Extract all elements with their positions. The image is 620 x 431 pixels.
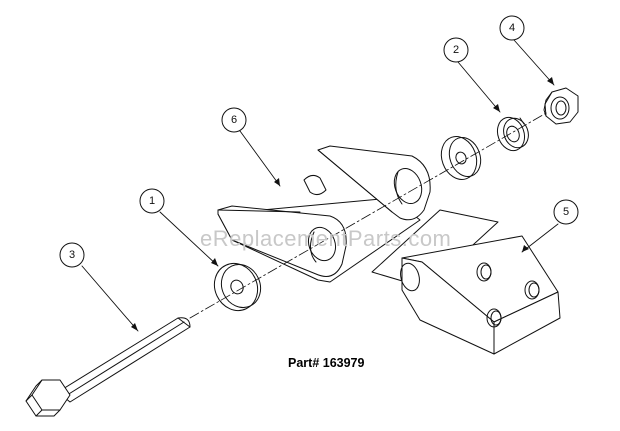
bracket bbox=[217, 145, 431, 283]
leader-lines bbox=[81, 39, 559, 332]
mounting-block bbox=[371, 209, 561, 355]
leader-arrowheads bbox=[131, 77, 554, 331]
callout-circle-3 bbox=[59, 242, 85, 268]
flat-washer-left bbox=[213, 263, 262, 311]
callout-number-6: 6 bbox=[231, 114, 237, 126]
callout-number-5: 5 bbox=[563, 206, 569, 218]
callout-number-1: 1 bbox=[149, 195, 155, 207]
callout-number-2: 2 bbox=[453, 44, 459, 56]
callout-circle-6 bbox=[221, 107, 247, 133]
assembly-axis bbox=[189, 111, 549, 319]
callout-number-3: 3 bbox=[69, 249, 75, 261]
flat-washer-right bbox=[440, 136, 482, 180]
callout-circle-2 bbox=[443, 37, 469, 63]
lock-washer bbox=[496, 116, 529, 152]
callout-circle-4 bbox=[499, 15, 525, 41]
callout-number-4: 4 bbox=[509, 22, 515, 34]
part-number-label: Part# 163979 bbox=[288, 356, 365, 370]
callout-circle-1 bbox=[139, 188, 165, 214]
hex-bolt bbox=[25, 317, 191, 417]
hex-nut bbox=[543, 87, 579, 125]
callout-circle-5 bbox=[553, 199, 579, 225]
watermark-text: eReplacementParts.com bbox=[200, 226, 451, 251]
